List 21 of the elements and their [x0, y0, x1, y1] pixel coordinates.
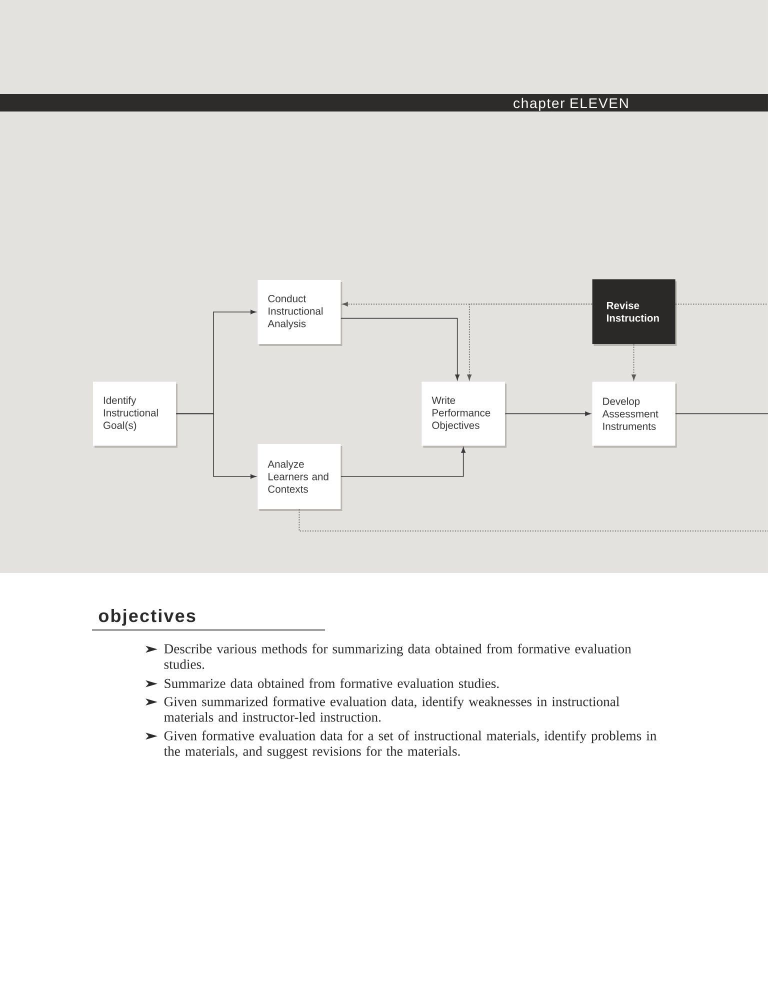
objective-text: Summarize data obtained from formative evaluation studies.: [164, 678, 499, 688]
arrow: [340, 318, 460, 380]
process-box: Revise Instruction: [592, 279, 677, 346]
process-box: Identify Instructional Goal(s): [93, 382, 178, 448]
section-heading: objectives: [98, 608, 196, 626]
process-box: Write Performance Objectives: [422, 382, 506, 448]
connector-line: [675, 413, 768, 414]
arrow: [504, 412, 591, 416]
objective-text: Given summarized formative evaluation data, identify weaknesses in instructional materials and instructor-led instruction.: [164, 696, 620, 722]
objective-text: Describe various methods for summarizing data obtained from formative evaluation studies.: [164, 644, 632, 669]
dotted-arrow: [467, 304, 592, 380]
arrow: [176, 413, 256, 479]
objective-text: Given formative evaluation data for a set of instructional materials, identify problems in the materials, and suggest revisions for the materials.: [164, 730, 656, 759]
process-box: Conduct Instructional Analysis: [258, 280, 342, 346]
header-band: chapter ELEVEN: [0, 94, 768, 112]
process-box: Analyze Learners and Contexts: [258, 444, 342, 511]
arrow: [340, 447, 466, 477]
dotted-connector-line: [298, 508, 768, 532]
dotted-arrow: [632, 344, 636, 380]
dotted-connector-line: [675, 304, 768, 305]
process-box: Develop Assessment Instruments: [592, 382, 677, 448]
